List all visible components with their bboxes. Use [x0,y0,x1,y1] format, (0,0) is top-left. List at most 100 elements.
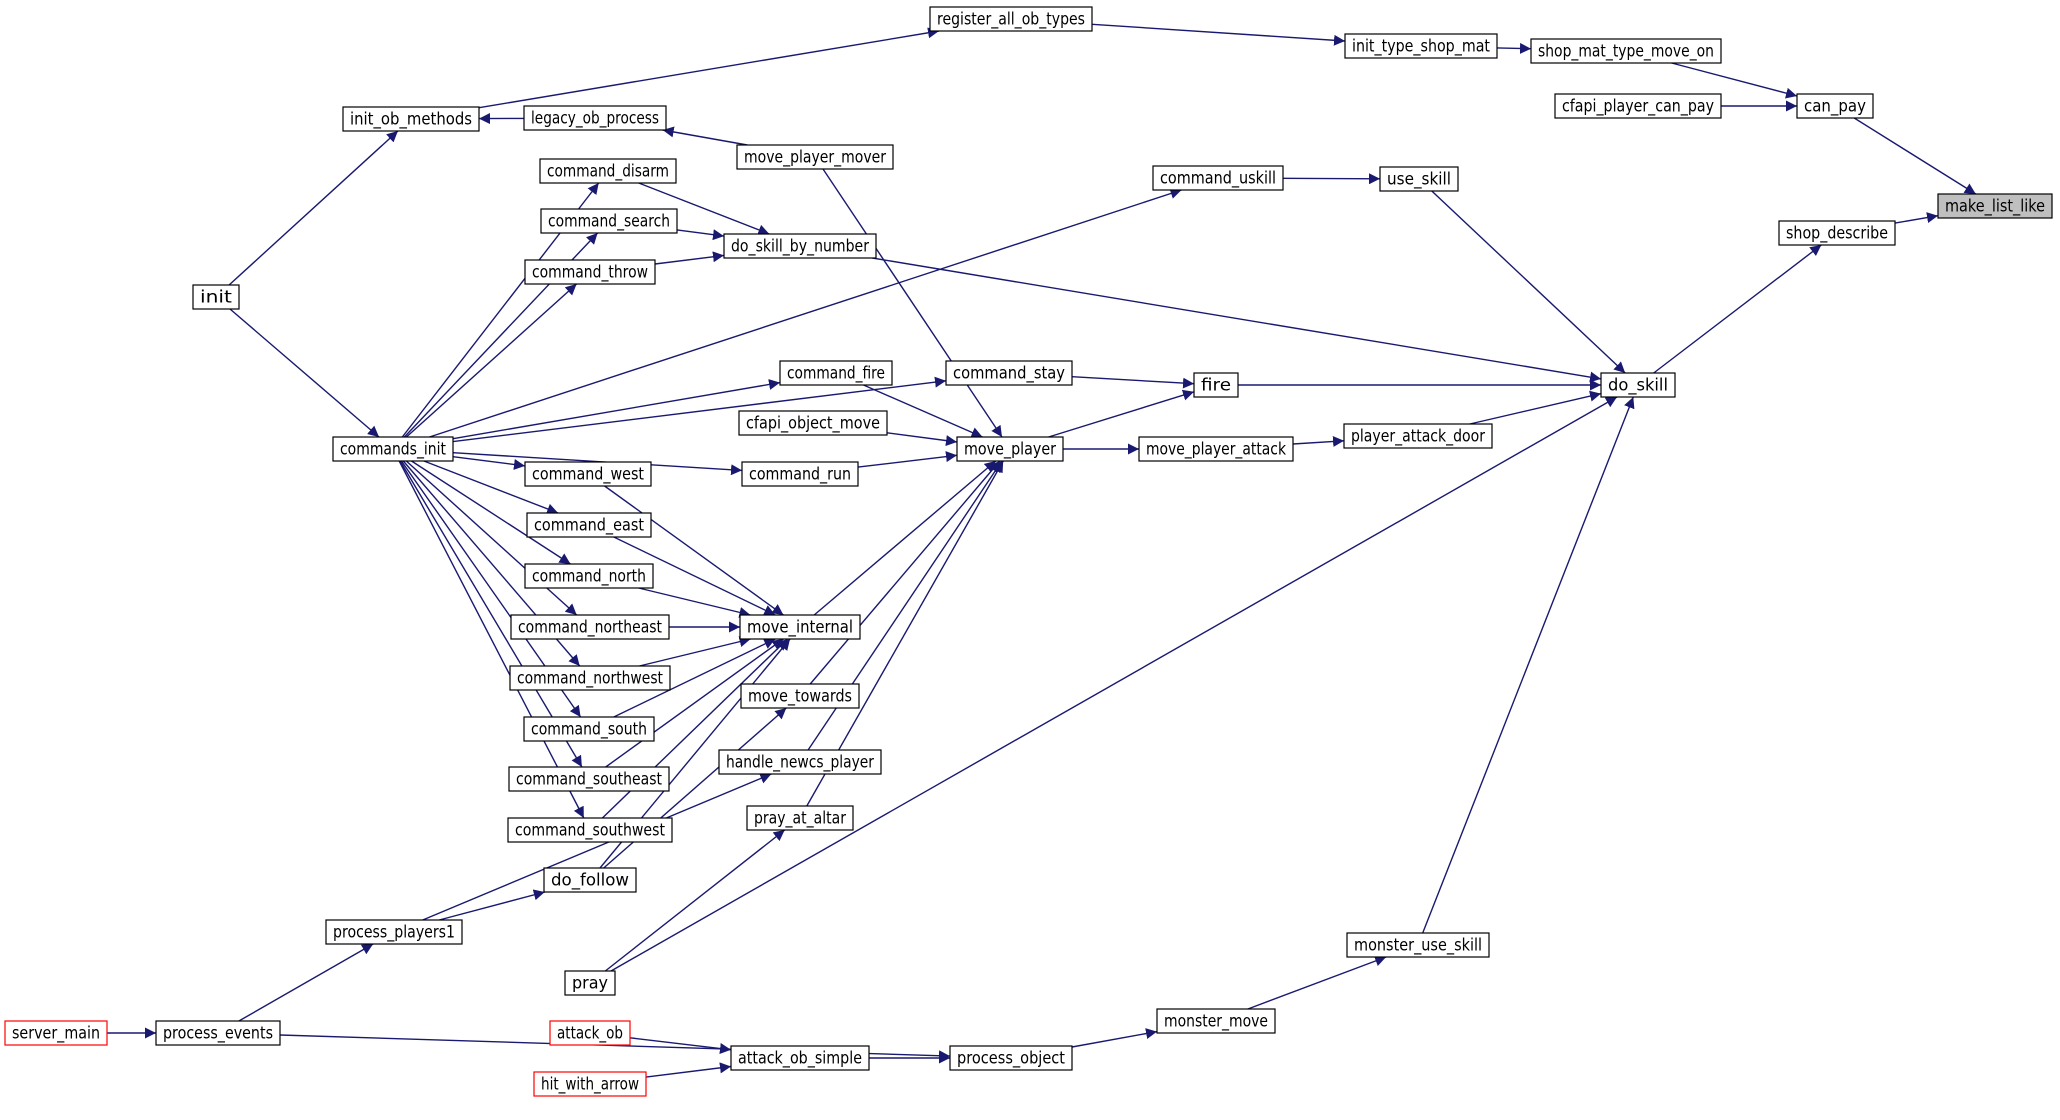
node-box [1344,33,1498,59]
node-command-stay[interactable]: command_stay [945,360,1073,386]
node-box [929,6,1093,32]
call-edge-do-skill-by-number-to-do-skill [872,257,1602,383]
node-hit-with-arrow[interactable]: hit_with_arrow [533,1071,647,1097]
node-attack-ob-simple[interactable]: attack_ob_simple [730,1045,870,1071]
call-edge-commands-init-to-command-west [452,456,526,470]
call-edge-shop-describe-to-make-list-like [1894,212,1939,224]
node-process-events[interactable]: process_events [155,1020,281,1046]
node-process-players1[interactable]: process_players1 [325,919,463,945]
call-edge-pray-to-do-skill [610,396,1618,972]
call-edge-attack-ob-to-attack-ob-simple [629,1037,732,1054]
node-box [1138,436,1294,462]
node-box [736,144,894,170]
node-box [508,766,670,792]
node-label: move_player [964,440,1056,460]
call-edge-shop-mat-type-move-on-to-can-pay [1671,62,1798,99]
node-cfapi-object-move[interactable]: cfapi_object_move [738,410,888,436]
node-label: command_southeast [516,770,662,790]
call-edge-init-ob-methods-to-register-all-ob-types [478,27,940,109]
node-label: process_players1 [333,923,455,943]
node-command-disarm[interactable]: command_disarm [539,158,677,184]
node-label: process_object [957,1049,1065,1069]
node-can-pay[interactable]: can_pay [1796,93,1874,119]
node-box [325,919,463,945]
node-attack-ob[interactable]: attack_ob [549,1020,631,1046]
call-edge-command-run-to-move-player [857,451,958,468]
node-cfapi-player-can-pay[interactable]: cfapi_player_can_pay [1554,93,1722,119]
node-make-list-like[interactable]: make_list_like [1937,193,2053,219]
node-do-skill-by-number[interactable]: do_skill_by_number [723,233,877,259]
node-box [510,614,670,640]
node-command-fire[interactable]: command_fire [779,360,893,386]
node-player-attack-door[interactable]: player_attack_door [1343,423,1493,449]
node-box [549,1020,631,1046]
node-label: legacy_ob_process [531,109,659,129]
node-command-north[interactable]: command_north [524,563,654,589]
node-label: move_towards [748,687,852,707]
node-move-player[interactable]: move_player [956,436,1064,462]
node-label: command_run [749,465,851,485]
node-command-east[interactable]: command_east [526,512,652,538]
node-fire[interactable]: fire [1193,372,1239,398]
node-command-southeast[interactable]: command_southeast [508,766,670,792]
call-edge-command-west-to-move-internal [604,485,784,616]
node-command-throw[interactable]: command_throw [524,259,656,285]
call-edge-commands-init-to-command-throw [405,283,578,438]
node-box [956,436,1064,462]
node-do-skill[interactable]: do_skill [1600,372,1676,398]
node-label: move_player_attack [1146,440,1286,460]
node-command-southwest[interactable]: command_southwest [507,817,673,843]
call-edge-command-uskill-to-use-skill [1282,173,1381,185]
node-label: pray_at_altar [754,809,846,829]
node-shop-mat-type-move-on[interactable]: shop_mat_type_move_on [1530,38,1722,64]
node-label: server_main [12,1024,100,1044]
call-edge-command-search-to-do-skill-by-number [676,229,725,241]
node-monster-use-skill[interactable]: monster_use_skill [1346,932,1490,958]
node-init-ob-methods[interactable]: init_ob_methods [342,106,480,132]
node-init-type-shop-mat[interactable]: init_type_shop_mat [1344,33,1498,59]
node-command-run[interactable]: command_run [741,461,859,487]
call-edge-commands-init-to-command-stay [452,376,947,443]
node-move-player-mover[interactable]: move_player_mover [736,144,894,170]
node-command-northeast[interactable]: command_northeast [510,614,670,640]
node-command-uskill[interactable]: command_uskill [1152,165,1284,191]
node-command-west[interactable]: command_west [524,461,652,487]
node-command-south[interactable]: command_south [523,716,655,742]
node-box [507,817,673,843]
node-command-northwest[interactable]: command_northwest [509,665,671,691]
call-edge-command-north-to-move-internal [638,587,751,618]
node-box [1343,423,1493,449]
node-monster-move[interactable]: monster_move [1156,1008,1276,1034]
node-pray[interactable]: pray [564,970,616,996]
call-edge-commands-init-to-command-southwest [398,460,585,819]
call-edge-monster-move-to-monster-use-skill [1247,955,1387,1010]
node-init[interactable]: init [192,284,240,310]
node-server-main[interactable]: server_main [4,1020,108,1046]
node-label: move_internal [747,618,853,638]
node-label: player_attack_door [1351,427,1485,447]
node-handle-newcs-player[interactable]: handle_newcs_player [718,749,882,775]
call-edge-commands-init-to-command-southeast [399,460,583,768]
call-edge-command-throw-to-do-skill-by-number [654,251,725,265]
node-register-all-ob-types[interactable]: register_all_ob_types [929,6,1093,32]
node-box [1156,1008,1276,1034]
node-use-skill[interactable]: use_skill [1379,166,1459,192]
node-box [543,867,637,893]
node-command-search[interactable]: command_search [540,208,678,234]
node-box [740,683,860,709]
node-move-internal[interactable]: move_internal [739,614,861,640]
node-box [1346,932,1490,958]
node-shop-describe[interactable]: shop_describe [1778,220,1896,246]
node-legacy-ob-process[interactable]: legacy_ob_process [523,105,667,131]
call-edge-move-player-to-fire [1048,389,1195,438]
node-commands-init[interactable]: commands_init [332,436,454,462]
node-move-towards[interactable]: move_towards [740,683,860,709]
node-move-player-attack[interactable]: move_player_attack [1138,436,1294,462]
node-label: do_follow [551,871,629,891]
call-edge-command-fire-to-move-player [863,384,983,438]
node-process-object[interactable]: process_object [949,1045,1073,1071]
node-label: command_disarm [547,162,669,182]
node-do-follow[interactable]: do_follow [543,867,637,893]
node-pray-at-altar[interactable]: pray_at_altar [746,805,854,831]
node-box [738,410,888,436]
